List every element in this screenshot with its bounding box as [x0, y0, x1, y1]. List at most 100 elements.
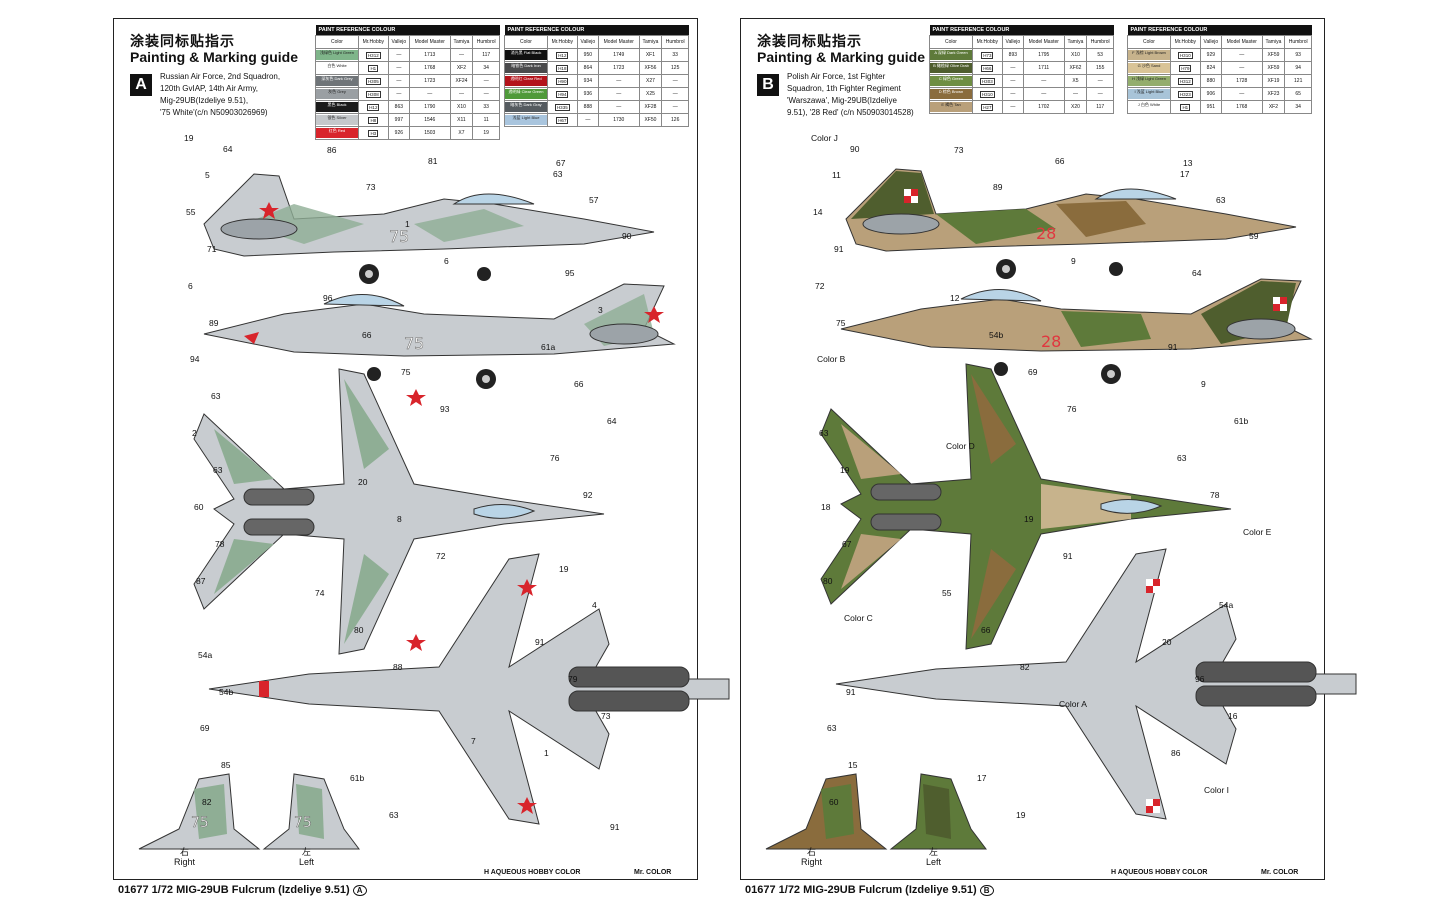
part-callout: Color E — [1243, 526, 1272, 537]
fin-left: 75 — [262, 773, 360, 850]
part-callout: 80 — [354, 625, 364, 635]
paint-swatch: B 橄榄绿 Olive Drab — [930, 63, 972, 73]
top-view — [193, 368, 605, 655]
description-line: Squadron, 1th Fighter Regiment — [787, 84, 901, 93]
bottom-view — [208, 553, 730, 825]
part-callout: Color I — [1204, 784, 1230, 795]
bottom-title-b: 01677 1/72 MIG-29UB Fulcrum (Izdeliye 9.… — [745, 884, 994, 896]
svg-text:28: 28 — [1041, 332, 1061, 351]
tamiya-code: X20 — [1063, 100, 1088, 114]
part-callout: 54b — [989, 329, 1004, 340]
paint-swatch: 灰色 Grey — [316, 89, 358, 99]
sheet-title-en: Painting & Marking guide — [130, 49, 299, 65]
hobby-code: H73 — [981, 51, 994, 59]
part-callout: 66 — [1055, 156, 1065, 167]
description-line: '75 White'(c/n N50903026969) — [160, 108, 268, 117]
part-callout: 59 — [1249, 231, 1259, 242]
side-profile-left: 28 — [840, 278, 1313, 384]
part-callout: 20 — [358, 477, 368, 488]
part-callout: 61b — [350, 772, 365, 783]
bottom-letter-b: B — [979, 885, 994, 896]
paint-swatch: 深灰色 Dark Grey — [316, 76, 358, 86]
paint-swatch: C 绿色 Green — [930, 76, 972, 86]
part-callout: 69 — [200, 723, 210, 734]
hobby-code: H335 — [554, 103, 570, 111]
paint-swatch: E 褐色 Tan — [930, 102, 972, 112]
sheet-title-cn: 涂装同标贴指示 — [130, 33, 235, 49]
part-callout: 54a — [198, 649, 213, 660]
vallejo-code: 880 — [1199, 74, 1223, 88]
hobby-code: H323 — [1177, 90, 1193, 98]
part-callout: 12 — [950, 292, 960, 303]
paint-swatch: 黑色 Black — [316, 102, 358, 112]
footer-aqueous: H AQUEOUS HOBBY COLOR — [484, 869, 581, 876]
part-callout: 66 — [362, 329, 372, 340]
hobby-code: H312 — [365, 51, 381, 59]
model-master-code: 1768 — [409, 61, 451, 75]
part-callout: 79 — [568, 674, 578, 685]
description-line: Mig-29UB(Izdeliye 9.51), — [160, 96, 249, 105]
hobby-code: H27 — [981, 103, 994, 111]
svg-text:75: 75 — [191, 815, 209, 831]
hobby-code: H1 — [368, 64, 379, 72]
part-callout: 55 — [186, 206, 196, 217]
part-callout: 73 — [954, 145, 964, 156]
description-line: 'Warszawa', Mig-29UB(Izdeliye — [787, 96, 897, 105]
paint-swatch: F 浅棕 Light Brown — [1128, 50, 1170, 60]
model-master-code: 1503 — [409, 126, 451, 140]
instruction-sheet-a: 涂装同标贴指示 Painting & Marking guide A Russi… — [113, 18, 730, 880]
part-callout: 16 — [1228, 711, 1238, 722]
part-callout: 60 — [194, 502, 204, 512]
paint-swatch: 暗铁色 Dark Iron — [505, 63, 547, 73]
paint-swatch: 透明红 Clear Red — [505, 76, 547, 86]
part-callout: 75 — [836, 317, 846, 328]
part-callout: 60 — [829, 797, 839, 808]
aircraft-drawings-a: 75 75 — [138, 173, 730, 850]
hobby-code: H310 — [1177, 51, 1193, 59]
instruction-sheet-b: 涂装同标贴指示 Painting & Marking guide B Polis… — [740, 18, 1357, 880]
part-callout: 66 — [574, 379, 584, 389]
humbrol-code: 19 — [472, 126, 500, 140]
hobby-code: H305 — [365, 77, 381, 85]
hobby-code: H66 — [981, 64, 994, 72]
paint-swatch: I 浅蓝 Light Blue — [1128, 89, 1170, 99]
paint-swatch: D 棕色 Brown — [930, 89, 972, 99]
fin-right: 75 — [138, 773, 261, 850]
part-callout: 90 — [622, 231, 632, 242]
part-callout: 19 — [184, 133, 194, 143]
paint-swatch: G 沙色 Sand — [1128, 63, 1170, 73]
footer-mr-color: Mr. COLOR — [634, 869, 672, 876]
description-line: 120th GvIAP, 14th Air Army, — [160, 84, 258, 93]
part-callout: 82 — [1020, 661, 1030, 672]
hobby-code: H303 — [979, 77, 995, 85]
part-callout: 15 — [848, 760, 858, 771]
vallejo-code: 926 — [387, 126, 411, 140]
part-callout: 1 — [544, 748, 549, 758]
hobby-code: H90 — [556, 77, 569, 85]
description-line: 9.51), '28 Red' (c/n N50903014528) — [787, 108, 914, 117]
tamiya-code: XF28 — [638, 100, 663, 114]
paint-swatch: A 深绿 Dark Green — [930, 50, 972, 60]
paint-swatch: 透明绿 Clear Green — [505, 89, 547, 99]
part-callout: 63 — [1177, 452, 1187, 463]
hobby-code: H12 — [556, 51, 569, 59]
tamiya-code: XF50 — [638, 113, 663, 127]
part-callout: 87 — [196, 575, 206, 586]
part-callout: 19 — [559, 563, 569, 574]
tamiya-code: X10 — [1063, 48, 1088, 62]
vallejo-code: — — [1001, 100, 1025, 114]
part-callout: 63 — [213, 465, 223, 476]
humbrol-code: 34 — [1284, 100, 1312, 114]
tamiya-code: X7 — [449, 126, 474, 140]
scheme-description: Polish Air Force, 1st Fighter Squadron, … — [787, 71, 937, 119]
part-callout: 85 — [221, 760, 231, 771]
part-callout: 64 — [223, 144, 233, 155]
part-callout: 14 — [813, 206, 823, 217]
part-callout: 66 — [981, 625, 991, 635]
part-callout: 63 — [553, 168, 563, 179]
